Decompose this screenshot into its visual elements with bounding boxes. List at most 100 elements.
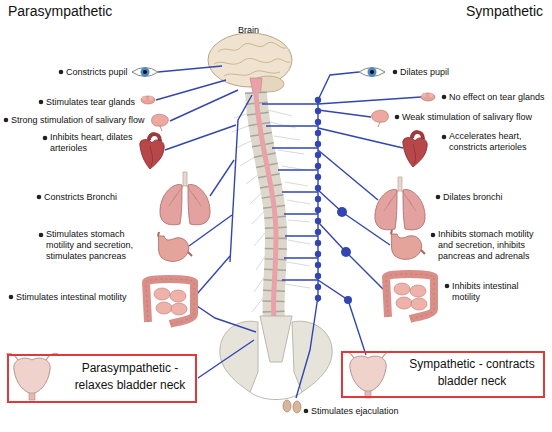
structure-label: Brain	[238, 25, 259, 36]
sympathetic-ganglion	[337, 207, 347, 217]
testes-drawing	[293, 401, 301, 413]
sympathetic-ganglion	[315, 218, 321, 224]
sympathetic-ganglion	[315, 284, 321, 290]
pelvis-drawing	[260, 316, 292, 362]
eye-drawing	[359, 68, 385, 77]
bullet-dot	[39, 233, 44, 238]
effect-label: Stimulates tear glands	[46, 97, 135, 108]
sympathetic-ganglion	[315, 295, 321, 301]
stomach-drawing	[391, 230, 425, 259]
sympathetic-ganglion	[315, 108, 321, 114]
intestine-drawing	[386, 274, 434, 319]
bullet-dot	[37, 195, 42, 200]
sympathetic-ganglion	[315, 97, 321, 103]
parasympathetic-nerve	[210, 160, 234, 196]
sympathetic-ganglion	[315, 185, 321, 191]
testes-drawing	[283, 400, 291, 412]
pelvis-drawing	[220, 316, 332, 400]
sympathetic-ganglion	[344, 296, 352, 304]
sympathetic-nerve	[318, 110, 371, 117]
heading-label: Parasympathetic	[8, 3, 112, 20]
sympathetic-nerve	[318, 280, 366, 355]
highlight-box: Parasympathetic - relaxes bladder neck	[7, 354, 197, 403]
tear-gland-drawing	[141, 96, 155, 104]
box-text: Parasympathetic - relaxes bladder neck	[65, 360, 195, 394]
bullet-layer	[4, 70, 450, 414]
sympathetic-ganglion	[315, 240, 321, 246]
intestine-drawing	[146, 279, 194, 324]
parasympathetic-nerve	[170, 90, 238, 121]
effect-label: No effect on tear glands	[449, 92, 544, 103]
eye-drawing	[132, 68, 158, 77]
lungs-drawing	[160, 172, 210, 225]
sympathetic-ganglion	[315, 196, 321, 202]
bullet-dot	[442, 95, 447, 100]
sympathetic-nerve	[296, 296, 318, 398]
bullet-dot	[393, 70, 398, 75]
effect-label: Accelerates heart, constricts arterioles	[449, 131, 541, 153]
effect-label: Inhibits heart, dilates arterioles	[50, 132, 155, 154]
brain-drawing	[214, 42, 290, 76]
sympathetic-ganglion	[315, 119, 321, 125]
sympathetic-ganglion	[315, 251, 321, 257]
effect-label: Inhibits stomach motility and secretion,…	[438, 229, 546, 262]
heart-drawing	[403, 132, 427, 167]
effect-label: Strong stimulation of salivary flow	[11, 115, 145, 126]
sympathetic-ganglion	[315, 207, 321, 213]
bullet-dot	[304, 409, 309, 414]
bullet-dot	[395, 115, 400, 120]
sympathetic-ganglion	[315, 273, 321, 279]
bullet-dot	[445, 284, 450, 289]
sympathetic-nerve	[318, 128, 403, 148]
effect-label: Stimulates stomach motility and secretio…	[46, 229, 146, 262]
sympathetic-ganglion	[315, 152, 321, 158]
effect-label: Stimulates ejaculation	[311, 406, 399, 417]
sympathetic-ganglion	[315, 130, 321, 136]
sympathetic-nerve	[318, 150, 378, 200]
box-text: Sympathetic - contracts bladder neck	[403, 356, 541, 390]
sympathetic-ganglion	[315, 262, 321, 268]
sympathetic-nerve	[318, 97, 421, 104]
parasympathetic-nerve	[197, 306, 256, 332]
effect-label: Constricts Bronchi	[44, 192, 117, 203]
testes-drawing	[283, 400, 301, 413]
parasympathetic-nerve	[158, 66, 222, 72]
sympathetic-ganglion	[315, 229, 321, 235]
parasympathetic-nerve	[156, 66, 256, 378]
stomach-drawing	[158, 232, 192, 261]
bladder-drawing	[342, 351, 394, 398]
sympathetic-ganglion	[341, 247, 351, 257]
pelvis-drawing	[220, 321, 258, 392]
highlight-box: Sympathetic - contracts bladder neck	[341, 351, 545, 398]
bullet-dot	[431, 233, 436, 238]
bullet-dot	[59, 70, 64, 75]
heading-label: Sympathetic	[466, 3, 543, 20]
effect-label: Dilates pupil	[400, 67, 449, 78]
effect-label: Weak stimulation of salivary flow	[402, 112, 532, 123]
lungs-drawing	[375, 177, 425, 230]
bullet-dot	[4, 118, 9, 123]
effect-label: Dilates bronchi	[443, 192, 503, 203]
tear-gland-drawing	[421, 93, 435, 101]
sympathetic-ganglion	[315, 97, 352, 304]
bullet-dot	[43, 136, 48, 141]
salivary-gland-drawing	[152, 114, 169, 131]
sympathetic-nerve	[318, 72, 359, 100]
parasympathetic-nerve	[197, 256, 230, 294]
parasympathetic-nerve	[198, 340, 254, 378]
sympathetic-nerve	[318, 222, 386, 292]
sympathetic-ganglion	[315, 163, 321, 169]
sympathetic-ganglion	[315, 141, 321, 147]
bullet-dot	[39, 100, 44, 105]
parasympathetic-nerve	[156, 80, 226, 100]
effect-label: Inhibits intestinal motility	[452, 281, 532, 303]
parasympathetic-nerve	[230, 95, 252, 262]
sympathetic-ganglion	[315, 174, 321, 180]
bullet-dot	[9, 295, 14, 300]
salivary-gland-drawing	[372, 110, 389, 127]
heart-drawing	[140, 134, 164, 169]
effect-label: Constricts pupil	[66, 67, 128, 78]
bladder-drawing	[6, 353, 58, 400]
bullet-dot	[442, 135, 447, 140]
